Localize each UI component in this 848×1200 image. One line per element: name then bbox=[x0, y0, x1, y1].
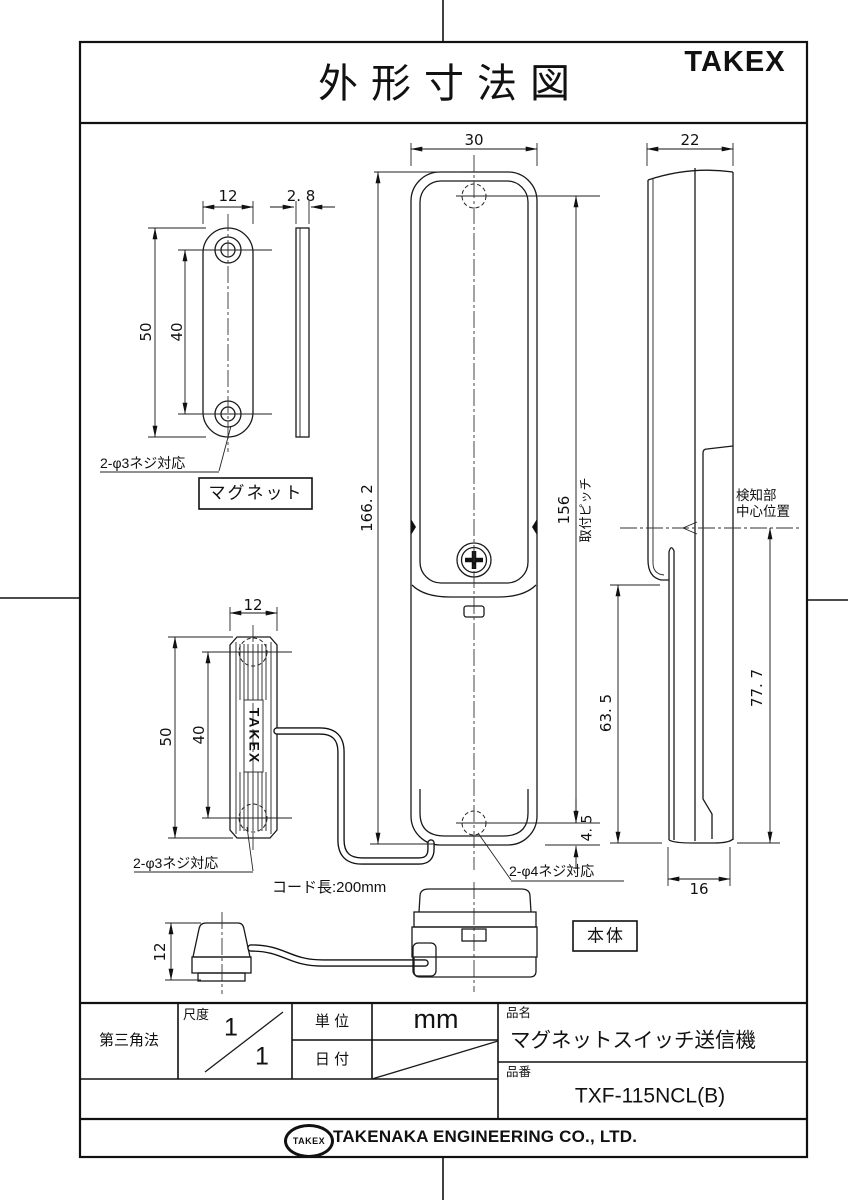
scale-slash bbox=[204, 1011, 284, 1073]
tb-number-value: TXF-115NCL(B) bbox=[574, 1084, 726, 1108]
tb-date-label: 日 付 bbox=[314, 1050, 350, 1068]
tb-scale-denominator: 1 bbox=[255, 1042, 269, 1071]
dim-sensor-side-height: 12 bbox=[150, 942, 169, 962]
label-detect-2: 中心位置 bbox=[736, 504, 790, 519]
dim-sensor-width: 12 bbox=[243, 595, 263, 614]
magnet-label-box bbox=[198, 477, 313, 510]
body-bottom-view bbox=[411, 888, 538, 978]
tb-number-label: 品番 bbox=[506, 1065, 532, 1079]
dim-magnet-height: 50 bbox=[136, 322, 155, 342]
dim-magnet-width: 12 bbox=[218, 186, 238, 205]
dim-body-height: 166. 2 bbox=[357, 484, 376, 532]
title-block-rules bbox=[80, 1001, 807, 1121]
footer-logo-oval: TAKEX bbox=[284, 1124, 334, 1158]
tb-projection: 第三角法 bbox=[98, 1031, 160, 1049]
dim-side-bottom-width: 16 bbox=[689, 879, 709, 898]
dimension-lines bbox=[148, 143, 780, 981]
footer-company: TAKENAKA ENGINEERING CO., LTD. bbox=[333, 1127, 638, 1146]
case-notch-right bbox=[532, 519, 537, 535]
cord-bottom-view bbox=[247, 944, 429, 967]
body-label-box bbox=[572, 920, 638, 952]
tb-scale-label: 尺度 bbox=[183, 1007, 210, 1022]
brand-logo: TAKEX bbox=[684, 46, 786, 79]
label-mount-pitch: 取付ピッチ bbox=[577, 477, 593, 543]
magnet-side-view bbox=[295, 227, 310, 438]
sensor-bottom-view bbox=[191, 912, 252, 994]
sensor-front-view bbox=[229, 625, 278, 852]
dim-magnet-pitch: 40 bbox=[167, 322, 186, 342]
page-title: 外形寸法図 bbox=[318, 62, 583, 106]
body-label: 本体 bbox=[587, 926, 625, 946]
note-body-screw: 2-φ4ネジ対応 bbox=[509, 863, 595, 879]
takex-emboss: TAKEX bbox=[246, 707, 263, 765]
dim-side-detect-height: 77. 7 bbox=[747, 668, 766, 708]
case-notch-left bbox=[411, 519, 416, 535]
tb-unit-label: 単 位 bbox=[314, 1012, 350, 1030]
dim-magnet-thickness: 2. 8 bbox=[286, 186, 316, 205]
dim-body-width: 30 bbox=[464, 130, 484, 149]
detect-arrow bbox=[682, 521, 698, 535]
dim-side-width: 22 bbox=[680, 130, 700, 149]
dim-side-lower-height: 63. 5 bbox=[596, 693, 615, 733]
dim-body-hole-offset: 4. 5 bbox=[579, 814, 596, 842]
tb-name-label: 品名 bbox=[506, 1006, 532, 1020]
tb-unit-value: mm bbox=[413, 1004, 459, 1035]
note-magnet-screw: 2-φ3ネジ対応 bbox=[100, 455, 186, 471]
footer-logo-text: TAKEX bbox=[292, 1136, 326, 1146]
dim-sensor-height: 50 bbox=[156, 727, 175, 747]
cord-front-view bbox=[273, 727, 435, 865]
date-blank-slash bbox=[371, 1040, 499, 1080]
note-cord-length: コード長:200mm bbox=[272, 879, 387, 896]
dim-sensor-pitch: 40 bbox=[189, 725, 208, 745]
takex-emboss-plate bbox=[243, 699, 264, 773]
leaders bbox=[100, 425, 638, 952]
label-detect-1: 検知部 bbox=[736, 488, 777, 503]
cord-connector bbox=[412, 942, 437, 977]
tb-name-value: マグネットスイッチ送信機 bbox=[510, 1029, 756, 1052]
body-side-view bbox=[620, 168, 800, 844]
magnet-label: マグネット bbox=[208, 483, 304, 503]
body-front-view bbox=[410, 155, 538, 992]
dim-body-pitch: 156 bbox=[554, 495, 573, 525]
tb-scale-numerator: 1 bbox=[224, 1013, 238, 1042]
note-sensor-screw: 2-φ3ネジ対応 bbox=[133, 855, 219, 871]
